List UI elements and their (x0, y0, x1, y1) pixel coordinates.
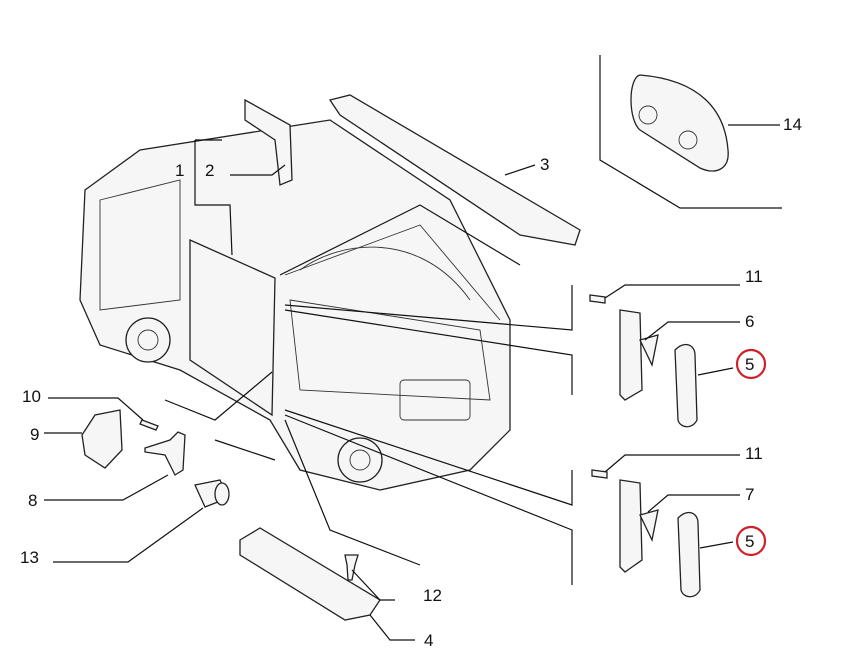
callout-5-upper[interactable]: 5 (745, 355, 754, 374)
callout-7: 7 (745, 485, 754, 504)
van-illustration (79, 119, 511, 491)
part-12-bolt (344, 554, 359, 581)
callout-12: 12 (423, 586, 442, 605)
callout-13: 13 (20, 548, 39, 567)
callout-3: 3 (540, 155, 549, 174)
part-10-screw (139, 419, 159, 431)
part-9-latch-housing (81, 409, 123, 469)
callout-14: 14 (783, 115, 802, 134)
callout-11-upper: 11 (745, 267, 763, 286)
lower-hinge-assembly (591, 469, 701, 598)
callout-6: 6 (745, 312, 754, 331)
callout-11-lower: 11 (745, 444, 763, 463)
upper-hinge-assembly (589, 294, 698, 428)
callout-2: 2 (205, 161, 214, 180)
leader-lines (44, 124, 780, 641)
part-2-bracket (244, 98, 293, 186)
sliding-door-panel (189, 238, 276, 417)
part-3-upper-rail (328, 94, 581, 246)
callout-5-lower[interactable]: 5 (745, 532, 754, 551)
callout-10: 10 (22, 387, 41, 406)
highlight-circle-5-upper (735, 348, 767, 380)
part-14-cover-cap (630, 74, 729, 172)
callout-1: 1 (175, 161, 184, 180)
callout-8: 8 (28, 491, 37, 510)
highlight-circle-5-lower (735, 525, 767, 557)
callout-9: 9 (30, 425, 39, 444)
part-8-striker (144, 431, 186, 476)
callout-4: 4 (424, 631, 433, 650)
part-13-roller (194, 479, 230, 508)
